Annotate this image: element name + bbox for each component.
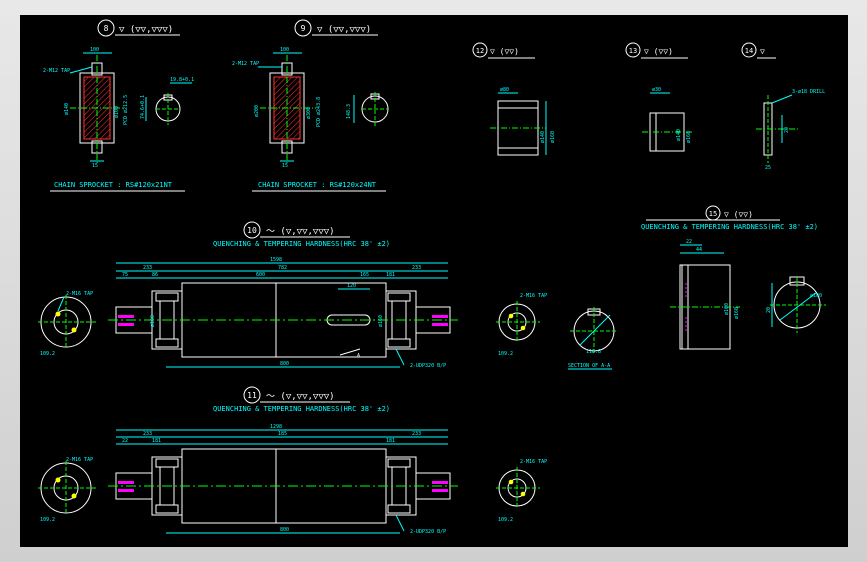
svg-text:165: 165 (360, 272, 369, 278)
view-10-bearing: 2-UDP320 B/P (410, 363, 446, 369)
view-8-balloon (97, 19, 115, 37)
svg-text:22: 22 (122, 438, 128, 444)
svg-text:A: A (357, 353, 360, 359)
view-15-hub: 15 ▽ (▽▽) QUENCHING & TEMPERING HARDNESS… (641, 205, 826, 350)
view-9-tap-label: 2-M12 TAP (232, 61, 259, 67)
svg-text:782: 782 (278, 265, 287, 271)
view-9-caption: CHAIN SPROCKET : RS#120x24NT (258, 181, 377, 189)
svg-text:109.2: 109.2 (498, 517, 513, 523)
svg-text:ø160: ø160 (550, 131, 556, 143)
svg-text:800: 800 (280, 527, 289, 533)
svg-text:109.2: 109.2 (40, 517, 55, 523)
svg-text:ø80: ø80 (500, 87, 509, 93)
view-10-shaft: 10 ～ (▽,▽▽,▽▽▽) QUENCHING & TEMPERING HA… (38, 221, 618, 370)
svg-text:ø100: ø100 (810, 293, 822, 299)
view-9-number: 9 (301, 24, 306, 33)
svg-text:ø160: ø160 (150, 315, 156, 327)
svg-text:3-ø18 DRILL: 3-ø18 DRILL (792, 89, 825, 95)
svg-text:233: 233 (143, 431, 152, 437)
svg-text:2-M16 TAP: 2-M16 TAP (66, 291, 93, 297)
svg-text:13: 13 (629, 47, 637, 55)
svg-text:1298: 1298 (270, 424, 282, 430)
svg-text:44: 44 (696, 247, 702, 253)
svg-text:▽ (▽▽): ▽ (▽▽) (490, 47, 519, 56)
svg-text:2-M16 TAP: 2-M16 TAP (520, 293, 547, 299)
svg-text:ø160: ø160 (378, 315, 384, 327)
view-10-note: QUENCHING & TEMPERING HARDNESS(HRC 38' ±… (213, 240, 390, 248)
svg-text:109.2: 109.2 (40, 351, 55, 357)
view-9-sprocket: 9 ▽ (▽▽,▽▽▽) 100 2-M12 TAP ø200 ø300 PCD… (232, 19, 389, 192)
cad-drawing: 8 ▽ (▽▽,▽▽▽) 100 2-M12 TAP ø140 ø100 PCD… (20, 15, 848, 547)
svg-text:109.2: 109.2 (498, 351, 513, 357)
view-13-bushing: 13 ▽ (▽▽) ø30 ø140 ø160 (625, 42, 692, 152)
svg-text:233: 233 (143, 265, 152, 271)
view-10-number: 10 (247, 226, 257, 235)
view-12-bushing: 12 ▽ (▽▽) ø80 ø140 ø160 (472, 42, 556, 156)
svg-text:ø140: ø140 (540, 131, 546, 143)
drawing-canvas[interactable]: 8 ▽ (▽▽,▽▽▽) 100 2-M12 TAP ø140 ø100 PCD… (20, 15, 848, 547)
svg-text:ø100: ø100 (724, 303, 730, 315)
svg-text:120: 120 (347, 283, 356, 289)
svg-text:100: 100 (280, 47, 289, 53)
view-11-number: 11 (247, 391, 257, 400)
view-10-symbol: ～ (▽,▽▽,▽▽▽) (266, 227, 335, 237)
svg-text:▽ (▽▽): ▽ (▽▽) (724, 210, 753, 219)
svg-text:75: 75 (122, 272, 128, 278)
svg-text:22: 22 (686, 239, 692, 245)
svg-text:15: 15 (282, 163, 288, 169)
svg-text:ø160: ø160 (686, 131, 692, 143)
svg-text:▽: ▽ (760, 47, 765, 56)
svg-text:ø30: ø30 (652, 87, 661, 93)
view-8-sprocket: 8 ▽ (▽▽,▽▽▽) 100 2-M12 TAP ø140 ø100 PCD… (43, 19, 194, 192)
view-8-number: 8 (104, 24, 109, 33)
svg-text:PCD ø243.8: PCD ø243.8 (316, 97, 322, 127)
svg-text:25: 25 (765, 165, 771, 171)
svg-text:12: 12 (476, 47, 484, 55)
svg-text:2-M16 TAP: 2-M16 TAP (66, 457, 93, 463)
svg-text:ø200: ø200 (254, 105, 260, 117)
svg-text:148.3: 148.3 (346, 104, 352, 119)
view-9-symbol: ▽ (▽▽,▽▽▽) (317, 25, 371, 35)
svg-text:ø140: ø140 (64, 103, 70, 115)
svg-text:181: 181 (386, 272, 395, 278)
view-11-note: QUENCHING & TEMPERING HARDNESS(HRC 38' ±… (213, 405, 390, 413)
svg-text:▽ (▽▽): ▽ (▽▽) (644, 47, 673, 56)
svg-text:74.6+0.1: 74.6+0.1 (140, 95, 146, 119)
view-11-bearing: 2-UDP320 B/P (410, 529, 446, 535)
svg-text:2-M16 TAP: 2-M16 TAP (520, 459, 547, 465)
svg-text:ø140: ø140 (676, 129, 682, 141)
svg-text:20: 20 (766, 307, 772, 313)
svg-text:233: 233 (412, 431, 421, 437)
svg-text:ø300: ø300 (306, 107, 312, 119)
svg-text:800: 800 (280, 361, 289, 367)
view-8-tap-label: 2-M12 TAP (43, 68, 70, 74)
view-8-symbol: ▽ (▽▽,▽▽▽) (119, 25, 173, 35)
svg-text:20: 20 (784, 127, 790, 133)
view-15-note: QUENCHING & TEMPERING HARDNESS(HRC 38' ±… (641, 223, 818, 231)
svg-text:600: 600 (256, 272, 265, 278)
svg-text:14: 14 (745, 47, 753, 55)
view-11-symbol: ～ (▽,▽▽,▽▽▽) (266, 392, 335, 402)
svg-text:15: 15 (709, 210, 717, 218)
view-14-plate: 14 ▽ 3-ø18 DRILL 20 25 (741, 42, 825, 171)
svg-text:118.8: 118.8 (586, 349, 601, 355)
svg-text:86: 86 (152, 272, 158, 278)
svg-text:185: 185 (278, 431, 287, 437)
svg-text:ø160: ø160 (734, 307, 740, 319)
svg-text:181: 181 (386, 438, 395, 444)
svg-text:233: 233 (412, 265, 421, 271)
svg-text:100: 100 (90, 47, 99, 53)
view-11-shaft: 11 ～ (▽,▽▽,▽▽▽) QUENCHING & TEMPERING HA… (38, 386, 547, 535)
svg-text:19.8+0.1: 19.8+0.1 (170, 77, 194, 83)
view-8-caption: CHAIN SPROCKET : RS#120x21NT (54, 181, 173, 189)
svg-text:15: 15 (92, 163, 98, 169)
svg-text:181: 181 (152, 438, 161, 444)
svg-text:1598: 1598 (270, 257, 282, 263)
section-a-a-label: SECTION OF A-A (568, 363, 610, 369)
svg-text:ø100: ø100 (114, 106, 120, 118)
svg-text:PCD ø212.5: PCD ø212.5 (123, 95, 129, 125)
